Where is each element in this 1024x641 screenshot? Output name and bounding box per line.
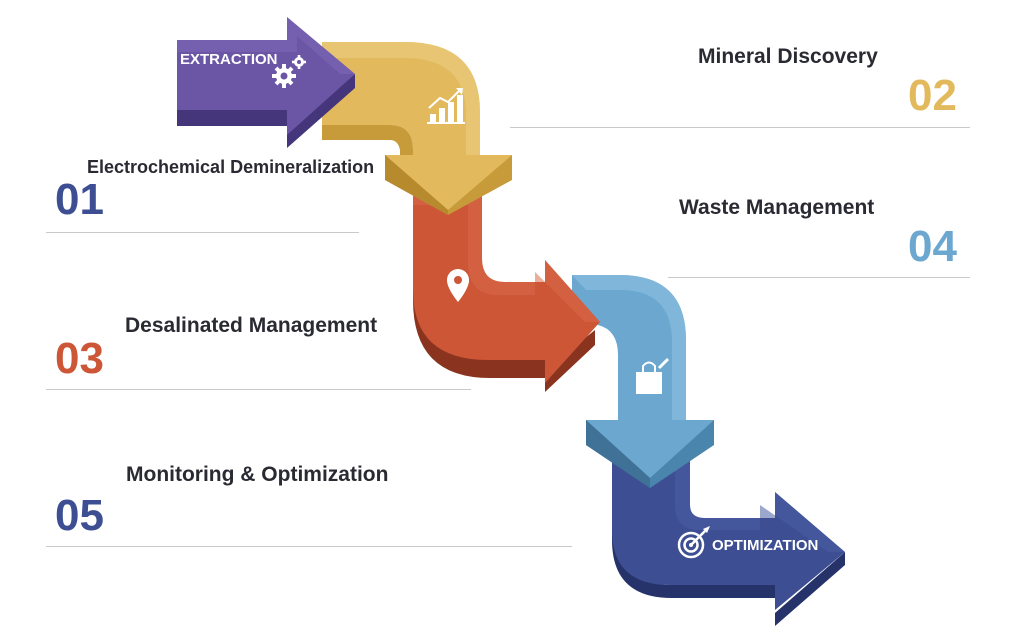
desalinated-management-arrow <box>413 190 600 392</box>
step-05-number: 05 <box>55 491 104 540</box>
extraction-arrow <box>177 17 355 148</box>
mineral-discovery-arrow <box>322 42 512 215</box>
step-03-number: 03 <box>55 334 104 383</box>
step-04-number: 04 <box>908 222 957 271</box>
optimization-label: OPTIMIZATION <box>712 537 819 554</box>
target-icon <box>677 526 710 559</box>
step-03-title: Desalinated Management <box>125 314 378 337</box>
step-03-divider <box>46 389 471 390</box>
step-02-number: 02 <box>908 71 957 120</box>
step-04-title: Waste Management <box>679 196 875 219</box>
location-pin-icon <box>447 269 469 302</box>
gears-icon <box>272 55 306 88</box>
shopping-bag-icon <box>636 357 670 394</box>
growth-chart-icon <box>427 88 465 124</box>
step-05-title: Monitoring & Optimization <box>126 463 389 486</box>
extraction-label: EXTRACTION <box>180 51 278 68</box>
step-05-divider <box>46 546 572 547</box>
step-02-divider <box>510 127 970 128</box>
step-02-title: Mineral Discovery <box>698 45 878 68</box>
step-04-divider <box>668 277 970 278</box>
step-01-title: Electrochemical Demineralization <box>87 157 375 177</box>
step-01-number: 01 <box>55 175 104 224</box>
step-01-divider <box>46 232 359 233</box>
